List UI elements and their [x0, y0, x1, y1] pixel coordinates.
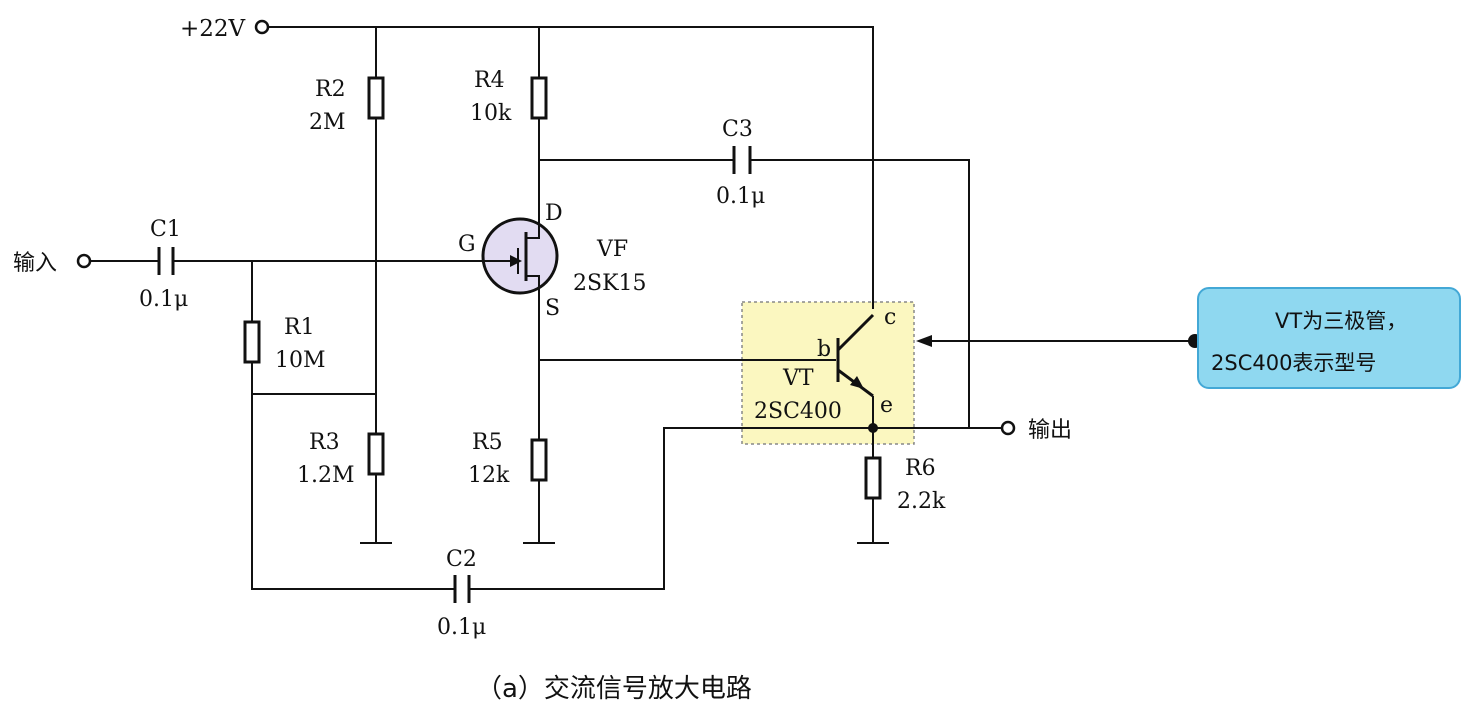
vt-emitter-label: e — [880, 393, 893, 418]
r6-name: R6 — [905, 456, 936, 481]
vf-model: 2SK15 — [573, 271, 647, 296]
diagram-caption: （a）交流信号放大电路 — [476, 674, 752, 704]
output-terminal — [1000, 420, 1016, 436]
vt-collector-label: c — [884, 305, 896, 330]
vf-gate-label: G — [458, 232, 476, 257]
c3-value: 0.1μ — [716, 184, 765, 209]
r4-name: R4 — [474, 68, 505, 93]
resistor-r1 — [243, 320, 261, 364]
capacitor-c3 — [732, 146, 752, 174]
output-junction-dot — [868, 423, 878, 433]
callout-line-1: VT为三极管， — [1275, 309, 1408, 333]
r2-name: R2 — [315, 77, 346, 102]
capacitor-c1 — [157, 247, 175, 275]
resistor-r6 — [864, 456, 882, 500]
vf-name: VF — [596, 237, 628, 262]
r6-value: 2.2k — [897, 489, 946, 514]
callout-line-2: 2SC400表示型号 — [1211, 351, 1377, 375]
r4-value: 10k — [470, 101, 512, 126]
callout-arrowhead — [916, 335, 932, 347]
supply-terminal — [254, 19, 270, 35]
vf-drain-label: D — [545, 201, 563, 226]
r5-value: 12k — [468, 463, 510, 488]
r1-name: R1 — [284, 315, 315, 340]
vt-base-label: b — [817, 337, 831, 362]
fet-vf — [480, 217, 559, 295]
vt-name: VT — [782, 366, 814, 391]
resistor-r5 — [530, 438, 548, 482]
r2-value: 2M — [309, 110, 346, 135]
callout-box: VT为三极管， 2SC400表示型号 — [1197, 287, 1461, 389]
c2-name: C2 — [446, 547, 477, 572]
capacitor-c2 — [453, 575, 471, 603]
bjt-emitter-arrow — [850, 376, 864, 389]
input-label: 输入 — [13, 251, 57, 276]
r3-name: R3 — [309, 430, 340, 455]
c1-value: 0.1μ — [139, 287, 188, 312]
vf-source-label: S — [545, 296, 560, 321]
c2-value: 0.1μ — [437, 615, 486, 640]
vt-highlight-box — [741, 301, 915, 445]
input-terminal — [76, 253, 92, 269]
r5-name: R5 — [472, 430, 503, 455]
wires — [90, 26, 1002, 590]
resistor-r2 — [367, 76, 385, 120]
c1-name: C1 — [150, 217, 181, 242]
supply-label: +22V — [180, 16, 246, 42]
output-label: 输出 — [1028, 418, 1072, 443]
r3-value: 1.2M — [297, 463, 355, 488]
resistor-r4 — [530, 76, 548, 120]
c3-name: C3 — [722, 117, 753, 142]
vt-model: 2SC400 — [754, 399, 842, 424]
r1-value: 10M — [275, 348, 326, 373]
resistor-r3 — [367, 432, 385, 476]
